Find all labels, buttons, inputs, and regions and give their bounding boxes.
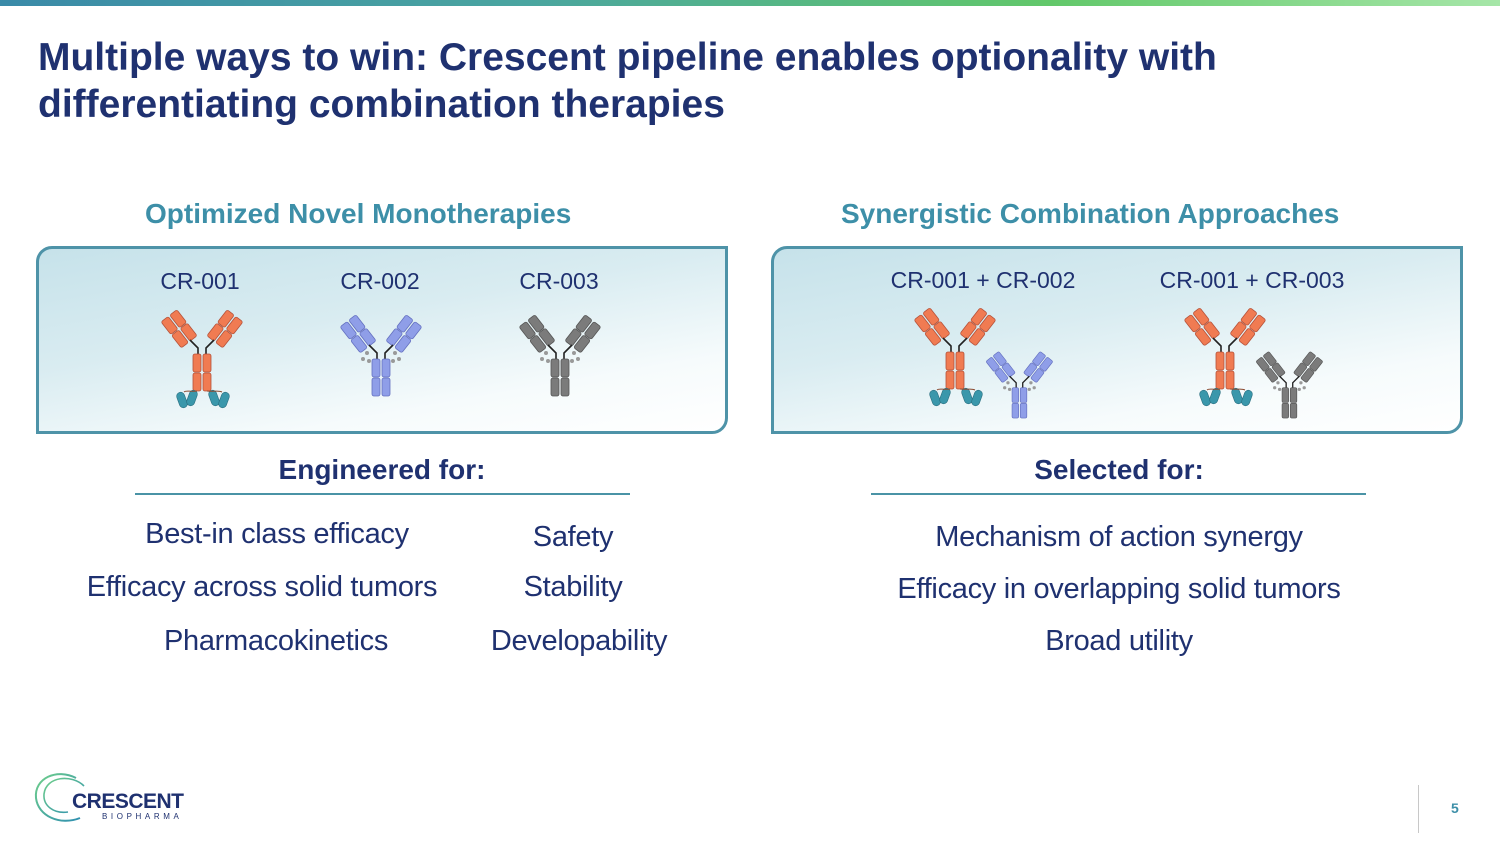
page-number: 5: [1451, 800, 1459, 816]
list-item: Pharmacokinetics: [163, 625, 389, 657]
selected-divider: [871, 493, 1366, 495]
list-item: Stability: [523, 571, 623, 603]
antibody-gray-icon: [519, 315, 601, 397]
engineered-for-heading: Engineered for:: [278, 454, 486, 485]
monotherapies-panel: [36, 246, 728, 434]
list-item: Best-in class efficacy: [145, 518, 409, 550]
drug-label-cr003: CR-003: [519, 268, 599, 294]
list-item: Mechanism of action synergy: [935, 521, 1303, 553]
list-item: Developability: [490, 625, 668, 657]
antibody-orange-icon: [1184, 308, 1266, 407]
antibody-blue-icon: [340, 315, 422, 397]
antibody-blue-icon: [986, 351, 1053, 419]
combination-panel: [771, 246, 1463, 434]
selected-for-heading: Selected for:: [1034, 454, 1204, 485]
combination-heading: Synergistic Combination Approaches: [841, 198, 1340, 229]
monotherapies-heading: Optimized Novel Monotherapies: [145, 198, 572, 229]
antibody-orange-icon: [161, 310, 243, 409]
drug-label-cr001: CR-001: [160, 268, 240, 294]
list-item: Broad utility: [1045, 625, 1193, 657]
antibody-gray-icon: [1256, 351, 1323, 419]
antibody-orange-icon: [914, 308, 996, 407]
crescent-logo: CRESCENT BIOPHARMA: [32, 768, 192, 824]
combo-label-cr001-cr003: CR-001 + CR-003: [1159, 267, 1345, 293]
drug-label-cr002: CR-002: [340, 268, 420, 294]
slide-title: Multiple ways to win: Crescent pipeline …: [38, 36, 1217, 126]
list-item: Safety: [532, 521, 614, 553]
footer-divider: [1418, 785, 1419, 833]
list-item: Efficacy across solid tumors: [86, 571, 438, 603]
list-item: Efficacy in overlapping solid tumors: [897, 573, 1341, 605]
engineered-divider: [135, 493, 630, 495]
crescent-mark-icon: [34, 773, 85, 822]
top-accent-bar: [0, 0, 1500, 6]
combo-label-cr001-cr002: CR-001 + CR-002: [890, 267, 1076, 293]
logo-subtext: BIOPHARMA: [102, 812, 183, 821]
logo-wordmark: CRESCENT: [72, 790, 184, 813]
